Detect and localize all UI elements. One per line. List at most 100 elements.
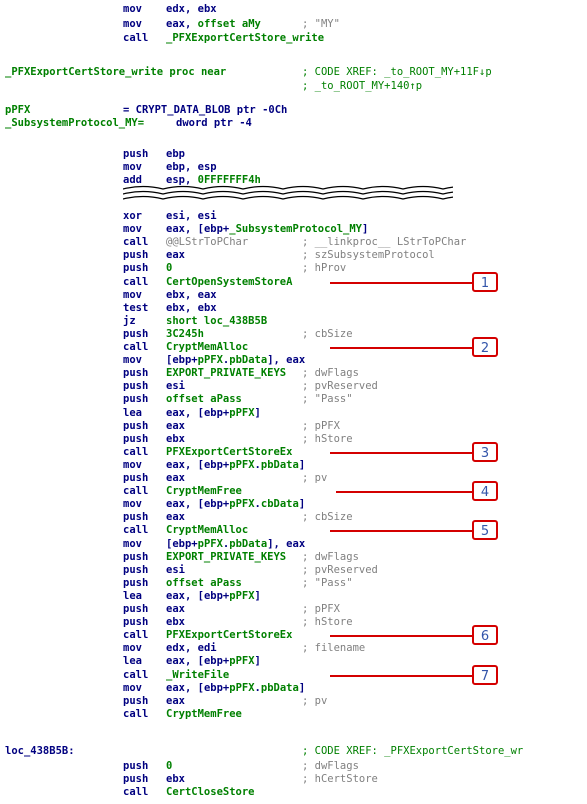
mnemonic: call [123,524,149,537]
mnemonic: push [123,563,149,576]
operand: eax, [ebp+pPFX.pbData] [166,681,306,694]
operand: CryptMemAlloc [166,524,249,537]
mnemonic: push [123,550,149,563]
comment: ; cbSize [302,511,353,524]
mnemonic: call [123,707,149,720]
operand: PFXExportCertStoreEx [166,629,293,642]
mnemonic: push [123,472,149,484]
mnemonic: mov [123,288,142,301]
operand: eax, [ebp+pPFX] [166,589,261,602]
mnemonic: mov [123,458,142,471]
mnemonic: push [123,262,149,275]
var-name: pPFX [5,104,31,116]
mnemonic: mov [123,3,142,15]
operand: eax [166,603,185,615]
comment: ; pv [302,694,328,707]
mnemonic: add [123,174,142,186]
comment: ; pPFX [302,419,340,432]
operand: eax, [ebp+pPFX] [166,406,261,419]
mnemonic: mov [123,17,142,30]
mnemonic: call [123,341,149,353]
operand: 0 [166,262,173,275]
mnemonic: mov [123,223,142,236]
mnemonic: push [123,327,149,340]
operand: ebx [166,773,185,785]
mnemonic: call [123,236,149,249]
operand: eax, [ebp+pPFX.pbData] [166,458,306,471]
callout-marker-4: 4 [472,481,498,502]
var-name: _SubsystemProtocol_MY= [5,117,145,129]
operand: EXPORT_PRIVATE_KEYS [166,550,287,563]
callout-marker-5: 5 [472,520,498,541]
proc-name: _PFXExportCertStore_write proc near [5,66,227,78]
operand: esi [166,563,185,576]
mnemonic: push [123,616,149,629]
callout-line [330,281,472,284]
callout-line [330,674,472,677]
mnemonic: mov [123,537,142,550]
operand: eax, [ebp+_SubsystemProtocol_MY] [166,223,369,236]
callout-marker-2: 2 [472,337,498,357]
callout-line [330,530,472,533]
comment: ; dwFlags [302,760,359,772]
operand: CryptMemAlloc [166,341,249,353]
operand: esi [166,380,185,393]
comment: ; __linkproc__ LStrToPChar [302,236,467,249]
xref-comment: ; CODE XREF: _PFXExportCertStore_wr [302,745,524,757]
loc-label: loc_438B5B: [5,745,75,757]
xref-comment: ; _to_ROOT_MY+140↑p [302,80,423,92]
mnemonic: jz [123,314,136,327]
operand: edx, ebx [166,3,217,15]
comment: ; dwFlags [302,367,359,380]
mnemonic: call [123,485,149,498]
mnemonic: mov [123,642,142,655]
callout-marker-7: 7 [472,664,498,685]
mnemonic: test [123,301,149,314]
mnemonic: push [123,367,149,380]
operand: CryptMemFree [166,707,242,720]
comment: ; hStore [302,616,353,629]
operand: ebp, esp [166,161,217,173]
comment: ; "Pass" [302,393,353,406]
operand: CertOpenSystemStoreA [166,275,293,288]
mnemonic: call [123,668,149,681]
mnemonic: call [123,629,149,642]
operand: [ebp+pPFX.pbData], eax [166,354,306,367]
comment: ; hStore [302,432,353,445]
comment: ; pvReserved [302,563,378,576]
mnemonic: push [123,249,149,262]
mnemonic: push [123,432,149,445]
operand: esp, 0FFFFFFF4h [166,174,261,186]
operand: eax, [ebp+pPFX.cbData] [166,498,306,511]
mnemonic: call [123,445,149,458]
comment: ; hProv [302,262,347,275]
operand: [ebp+pPFX.pbData], eax [166,537,306,550]
operand: offset aPass [166,393,242,406]
mnemonic: mov [123,354,142,367]
operand: CryptMemFree [166,485,242,498]
operand: 0 [166,760,173,772]
operand: 3C245h [166,327,204,340]
mnemonic: push [123,380,149,393]
mnemonic: push [123,393,149,406]
mnemonic: push [123,576,149,589]
operand: @@LStrToPChar [166,236,249,249]
callout-marker-1: 1 [472,271,498,292]
comment: ; cbSize [302,327,353,340]
comment: ; hCertStore [302,773,378,785]
operand: eax, [ebp+pPFX] [166,655,261,668]
operand: ebp [166,148,185,160]
comment: ; filename [302,642,366,655]
operand: EXPORT_PRIVATE_KEYS [166,367,287,380]
mnemonic: push [123,603,149,615]
comment: ; pv [302,472,328,484]
operand: ebx [166,616,185,629]
operand: eax [166,694,185,707]
var-def: = CRYPT_DATA_BLOB ptr -0Ch [123,104,288,116]
mnemonic: call [123,32,149,44]
operand: ebx, eax [166,288,217,301]
mnemonic: mov [123,498,142,511]
mnemonic: call [123,786,149,798]
comment: ; pPFX [302,603,340,615]
